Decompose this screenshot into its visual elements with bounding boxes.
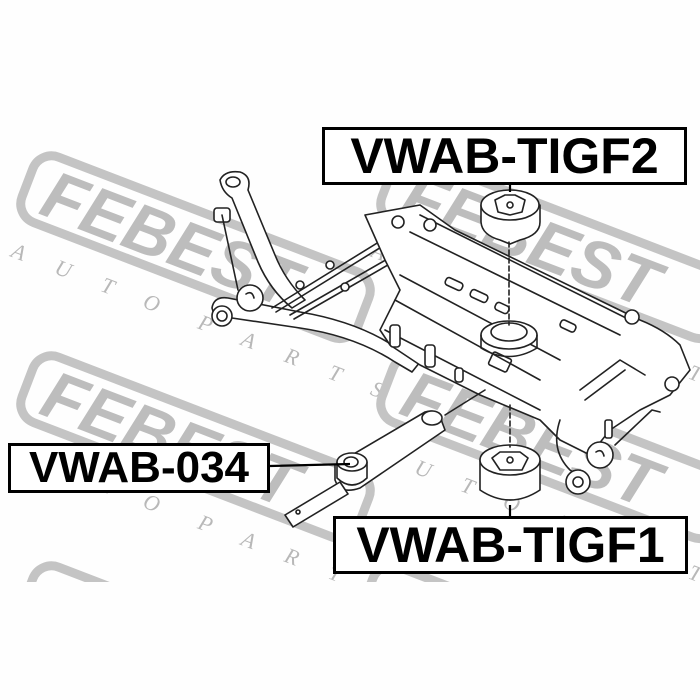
left-control-arm-bracket <box>213 170 306 309</box>
part-number-text: VWAB-TIGF2 <box>350 128 659 184</box>
part-label-vwab-tigf2[interactable]: VWAB-TIGF2 <box>322 127 687 185</box>
torque-rod <box>284 389 486 528</box>
part-label-vwab-034[interactable]: VWAB-034 <box>8 443 270 493</box>
part-number-text: VWAB-034 <box>28 443 250 492</box>
torque-rod-bushing <box>336 452 368 486</box>
tigf2-bushing <box>480 189 541 245</box>
left-lower-arm <box>211 284 421 373</box>
right-rear-bracket <box>555 359 661 495</box>
part-number-text: VWAB-TIGF1 <box>356 517 665 573</box>
part-label-vwab-tigf1[interactable]: VWAB-TIGF1 <box>333 516 688 574</box>
leader-034 <box>269 462 351 468</box>
tigf1-bushing <box>479 444 541 501</box>
